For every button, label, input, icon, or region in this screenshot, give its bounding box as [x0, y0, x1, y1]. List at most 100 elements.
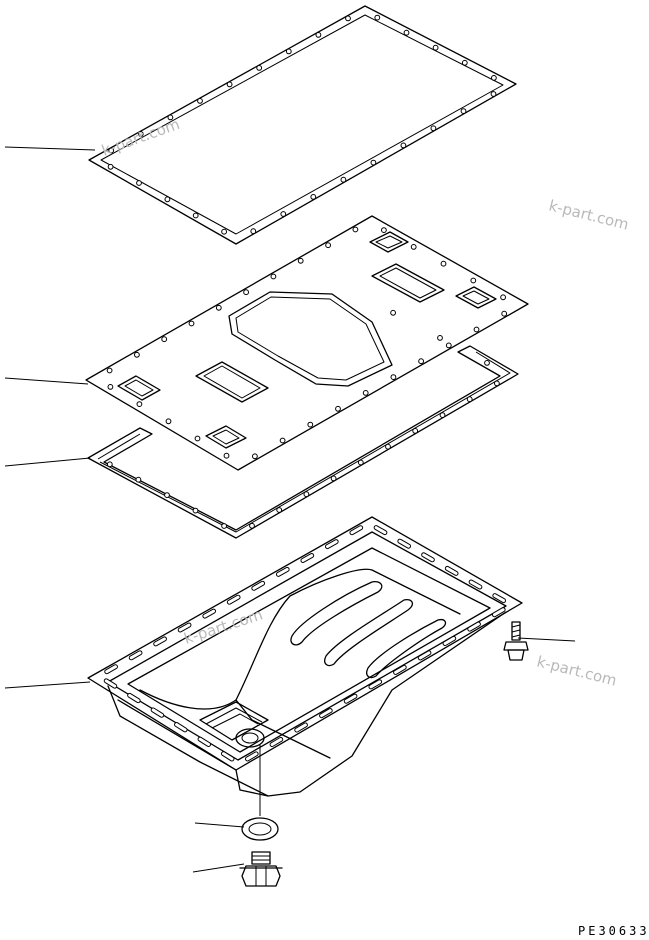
bolt-hole — [410, 244, 417, 250]
plate-window — [205, 425, 247, 449]
bolt-hole — [192, 507, 199, 514]
bolt-hole — [374, 14, 381, 21]
flange-slot — [197, 736, 212, 747]
bolt-hole — [164, 492, 170, 499]
bolt-hole — [403, 29, 410, 36]
bolt-hole — [256, 65, 263, 71]
flange-slot — [174, 722, 188, 733]
bolt-hole — [164, 196, 171, 203]
bolt-hole — [136, 401, 143, 408]
bolt-hole — [226, 81, 233, 88]
bolt-hole — [494, 380, 500, 387]
leader-line-drain-plug — [192, 863, 245, 873]
bolt-hole — [136, 180, 142, 186]
bolt-hole — [325, 242, 332, 249]
leader-lines — [4, 146, 576, 873]
plate-window — [369, 231, 409, 253]
bolt-hole — [315, 32, 322, 38]
bolt-hole — [335, 405, 341, 412]
flange-slot — [300, 553, 315, 563]
flange-slot — [244, 751, 259, 762]
bolt-hole — [215, 304, 222, 311]
flange-slot — [153, 636, 167, 647]
bolt-hole — [134, 351, 140, 358]
oil-pan — [87, 516, 523, 797]
bolt-hole — [106, 367, 113, 374]
watermark: k-part.com — [99, 115, 182, 160]
watermark: k-part.com — [535, 652, 619, 689]
bolt-hole — [188, 320, 195, 327]
bolt-hole — [279, 437, 286, 444]
bolt-hole — [491, 75, 497, 81]
bolt-hole — [106, 461, 113, 468]
flange-slot — [373, 525, 388, 536]
bolt-hole — [385, 443, 391, 450]
bolt-hole — [297, 257, 304, 264]
bolt-hole — [108, 147, 115, 154]
bolt-hole — [330, 475, 337, 482]
bolt-hole — [276, 507, 283, 513]
flange-slot — [468, 579, 483, 590]
flange-slot — [492, 593, 507, 604]
flange-slot — [397, 538, 412, 549]
bolt-hole — [437, 335, 443, 341]
drawing-code: PE30633 — [578, 924, 649, 938]
bolt-hole — [381, 227, 387, 234]
leader-line-top-gasket — [4, 146, 96, 151]
bolt-hole — [466, 396, 473, 403]
bolt-hole — [307, 421, 314, 428]
bolt-hole — [461, 59, 468, 66]
drain-plug — [239, 851, 283, 887]
bolt-hole — [440, 260, 447, 267]
bolt-hole — [501, 310, 508, 317]
bolt-hole — [270, 273, 277, 280]
bolt-hole — [473, 326, 480, 333]
bolt-hole — [484, 360, 490, 366]
bolt-hole — [352, 226, 359, 233]
bolt-hole — [500, 294, 507, 301]
bolt-hole — [303, 491, 310, 498]
flange-slot — [226, 594, 241, 605]
flange-slot — [491, 607, 506, 618]
bolt-hole — [192, 212, 199, 219]
bolt-hole — [249, 522, 255, 529]
flange-slot — [220, 751, 235, 762]
top-gasket — [88, 5, 517, 245]
bolt-hole — [400, 142, 407, 149]
leader-line-lower-gasket — [4, 457, 91, 467]
flange-slot — [444, 565, 459, 576]
flange-slot — [393, 664, 407, 675]
flange-slot — [368, 679, 383, 690]
plate — [85, 215, 529, 471]
bolt-hole — [362, 390, 369, 396]
bolt-hole — [439, 412, 446, 419]
lower-gasket — [87, 309, 519, 539]
bolt-hole — [345, 15, 351, 22]
flange-slot — [467, 621, 481, 632]
watermark: k-part.com — [182, 605, 265, 647]
flange-slot — [251, 580, 266, 591]
bolt-hole — [107, 163, 114, 170]
bolt-hole — [460, 108, 467, 114]
flange-slot — [442, 635, 457, 647]
plate-window — [195, 361, 269, 403]
bolt-hole — [430, 125, 437, 132]
bolt-hole — [357, 459, 364, 466]
bolt-hole — [250, 228, 257, 235]
bolt-hole — [418, 358, 425, 365]
flange-slot — [421, 552, 435, 563]
flange-slot — [127, 692, 141, 704]
leader-line-plate — [4, 377, 89, 385]
plate-window — [371, 263, 445, 303]
bolt-hole — [194, 435, 201, 442]
bolt-hole — [390, 374, 397, 381]
bolt-hole — [135, 476, 142, 483]
flange-slot — [202, 608, 217, 619]
bolt-hole — [221, 228, 228, 235]
bolt-hole — [221, 523, 228, 529]
bolt-hole — [470, 277, 477, 284]
bolt-hole — [340, 176, 347, 183]
leader-line-oil-pan — [4, 681, 91, 689]
bolt-hole — [137, 131, 144, 137]
flange-slot — [128, 650, 143, 661]
